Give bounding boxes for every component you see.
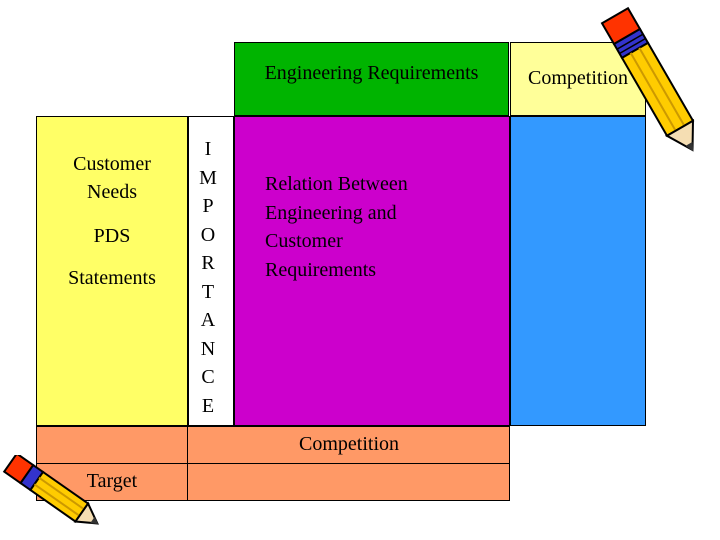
- engineering-requirements-header: [234, 42, 509, 116]
- importance-letter: N: [200, 337, 216, 360]
- competition-row: [36, 426, 510, 464]
- importance-letter: T: [201, 280, 215, 303]
- customer-needs-panel: [36, 116, 188, 426]
- competition-header-label: Competition: [528, 67, 628, 89]
- importance-letter: M: [199, 166, 217, 189]
- importance-column: [188, 116, 234, 426]
- statements-label: Statements: [68, 267, 156, 289]
- importance-letter: E: [201, 394, 215, 417]
- importance-letter: I: [204, 138, 212, 160]
- competition-right-panel: [510, 116, 646, 426]
- relation-label: Relation Between Engineering and Custome…: [265, 173, 408, 281]
- relation-matrix: [234, 116, 510, 426]
- competition-row-label: Competition: [299, 433, 399, 455]
- importance-letter: R: [201, 252, 215, 274]
- importance-letter: A: [200, 309, 216, 331]
- importance-letter: O: [200, 223, 216, 246]
- pencil-icon: [600, 6, 695, 152]
- pds-label: PDS: [93, 225, 131, 247]
- importance-letter: P: [202, 195, 214, 217]
- target-row: [36, 463, 510, 501]
- importance-letter: C: [201, 366, 215, 388]
- customer-needs-label: Customer Needs: [73, 153, 151, 203]
- engineering-requirements-label: Engineering Requirements: [264, 62, 479, 84]
- pencil-icon: [2, 455, 99, 525]
- target-label: Target: [86, 470, 138, 492]
